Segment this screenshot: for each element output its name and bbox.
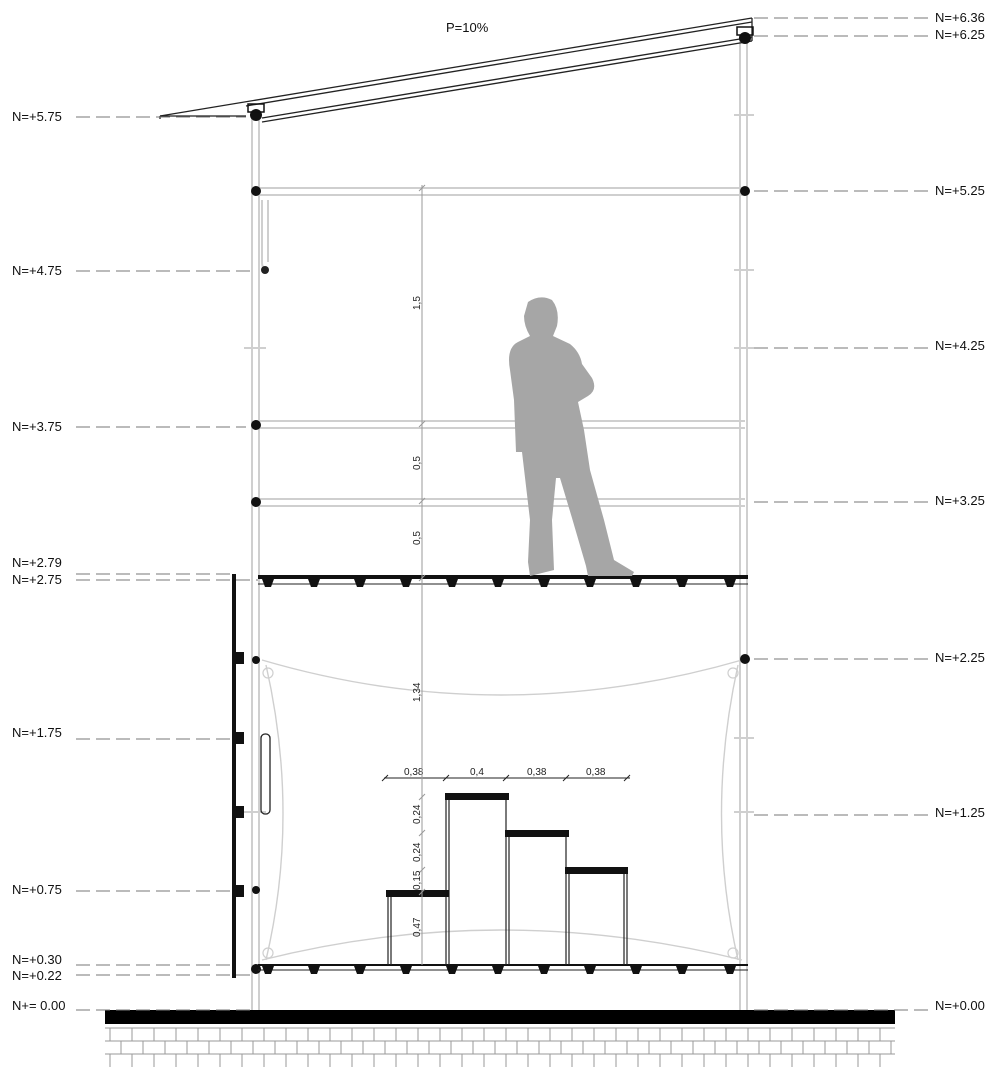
- step-tread-4: [565, 867, 628, 874]
- deck-support: [400, 966, 412, 974]
- dim-0-15: 0,15: [412, 870, 423, 890]
- level-label-n225: N=+2.25: [935, 650, 985, 665]
- deck-support: [354, 966, 366, 974]
- step-width-4: 0,38: [586, 767, 606, 778]
- step-dimension-line: [381, 774, 631, 782]
- step-width-1: 0,38: [404, 767, 424, 778]
- scaffold-frame: [244, 35, 754, 1010]
- deck-support: [262, 966, 274, 974]
- deck-support: [492, 579, 504, 587]
- deck-support: [724, 579, 736, 587]
- level-label-n075: N=+0.75: [12, 882, 62, 897]
- upper-deck-supports: [262, 579, 736, 587]
- level-label-n125: N=+1.25: [935, 805, 985, 820]
- deck-support: [584, 966, 596, 974]
- level-label-n575: N=+5.75: [12, 109, 62, 124]
- roof: [159, 17, 753, 123]
- step-treads: [386, 793, 628, 897]
- human-figure: [509, 297, 634, 576]
- left-wall-panel: [232, 574, 260, 978]
- deck-support: [308, 579, 320, 587]
- level-label-n636: N=+6.36: [935, 10, 985, 25]
- level-label-n625: N=+6.25: [935, 27, 985, 42]
- level-label-n325: N=+3.25: [935, 493, 985, 508]
- step-tread-3: [505, 830, 569, 837]
- dim-1-34: 1,34: [412, 682, 423, 702]
- level-label-n175: N=+1.75: [12, 725, 62, 740]
- deck-support: [584, 579, 596, 587]
- deck-support: [538, 579, 550, 587]
- deck-support: [492, 966, 504, 974]
- level-label-n022: N=+0.22: [12, 968, 62, 983]
- deck-support: [308, 966, 320, 974]
- lower-deck-supports: [262, 966, 736, 974]
- scaffold-nodes: [251, 186, 750, 974]
- level-label-n375: N=+3.75: [12, 419, 62, 434]
- level-label-n000-right: N=+0.00: [935, 998, 985, 1013]
- level-label-n525: N=+5.25: [935, 183, 985, 198]
- level-label-n030: N=+0.30: [12, 952, 62, 967]
- deck-support: [400, 579, 412, 587]
- steps: [387, 797, 628, 965]
- dim-0-5-upper: 0,5: [412, 456, 423, 470]
- level-label-n475: N=+4.75: [12, 263, 62, 278]
- lower-deck: [258, 964, 748, 971]
- deck-support: [446, 579, 458, 587]
- level-label-n279: N=+2.79: [12, 555, 62, 570]
- deck-support: [262, 579, 274, 587]
- dim-0-47: 0,47: [412, 917, 423, 937]
- vertical-dimension-line: [418, 184, 426, 965]
- upper-deck: [258, 575, 748, 585]
- level-leader-lines: [76, 17, 930, 1011]
- dim-1-5: 1,5: [412, 296, 423, 310]
- step-tread-1: [386, 890, 449, 897]
- side-handle-upper: [261, 200, 269, 271]
- deck-support: [446, 966, 458, 974]
- hinge-node: [261, 266, 269, 274]
- level-label-n275: N=+2.75: [12, 572, 62, 587]
- step-width-2: 0,4: [470, 767, 484, 778]
- deck-support: [676, 579, 688, 587]
- level-label-n000-left: N+= 0.00: [12, 998, 66, 1013]
- ground-paving-pattern: [105, 1027, 895, 1067]
- ground-slab: [105, 1010, 895, 1024]
- deck-support: [538, 966, 550, 974]
- roof-connector-right: [736, 26, 754, 44]
- step-width-3: 0,38: [527, 767, 547, 778]
- deck-support: [676, 966, 688, 974]
- level-label-n425: N=+4.25: [935, 338, 985, 353]
- dim-0-24-upper: 0,24: [412, 804, 423, 824]
- roof-connector-left: [247, 103, 265, 121]
- side-handle-lower: [260, 733, 271, 815]
- step-tread-2: [445, 793, 509, 800]
- roof-slope-label: P=10%: [446, 20, 489, 35]
- deck-support: [630, 966, 642, 974]
- dim-0-24-lower: 0,24: [412, 842, 423, 862]
- dim-0-5-lower: 0,5: [412, 531, 423, 545]
- deck-support: [354, 579, 366, 587]
- deck-support: [724, 966, 736, 974]
- deck-support: [630, 579, 642, 587]
